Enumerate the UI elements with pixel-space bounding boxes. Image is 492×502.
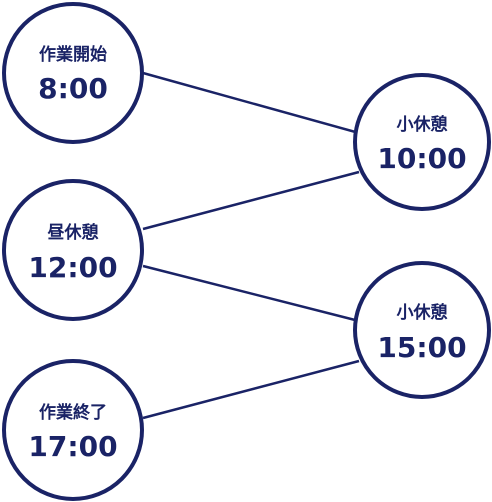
connector-break1-to-lunch bbox=[142, 170, 360, 231]
node-time: 10:00 bbox=[377, 142, 466, 175]
node-lunch-break: 昼休憩 12:00 bbox=[2, 179, 144, 321]
node-circle bbox=[2, 359, 144, 501]
node-time: 8:00 bbox=[38, 72, 108, 105]
connector-lunch-to-break2 bbox=[142, 264, 360, 323]
node-circle bbox=[353, 73, 491, 211]
node-time: 17:00 bbox=[28, 430, 117, 463]
connector-break2-to-end bbox=[142, 359, 360, 420]
node-label: 作業開始 bbox=[39, 44, 107, 65]
node-time: 15:00 bbox=[377, 331, 466, 364]
node-label: 小休憩 bbox=[397, 114, 448, 135]
node-short-break-1: 小休憩 10:00 bbox=[353, 73, 491, 211]
node-label: 昼休憩 bbox=[48, 222, 99, 243]
node-circle bbox=[2, 2, 144, 144]
node-circle bbox=[2, 179, 144, 321]
node-circle bbox=[353, 261, 491, 399]
node-label: 作業終了 bbox=[39, 402, 107, 423]
node-short-break-2: 小休憩 15:00 bbox=[353, 261, 491, 399]
node-work-end: 作業終了 17:00 bbox=[2, 359, 144, 501]
connectors bbox=[142, 71, 360, 420]
node-work-start: 作業開始 8:00 bbox=[2, 2, 144, 144]
node-time: 12:00 bbox=[28, 251, 117, 284]
connector-start-to-break1 bbox=[142, 71, 360, 135]
node-label: 小休憩 bbox=[397, 302, 448, 323]
